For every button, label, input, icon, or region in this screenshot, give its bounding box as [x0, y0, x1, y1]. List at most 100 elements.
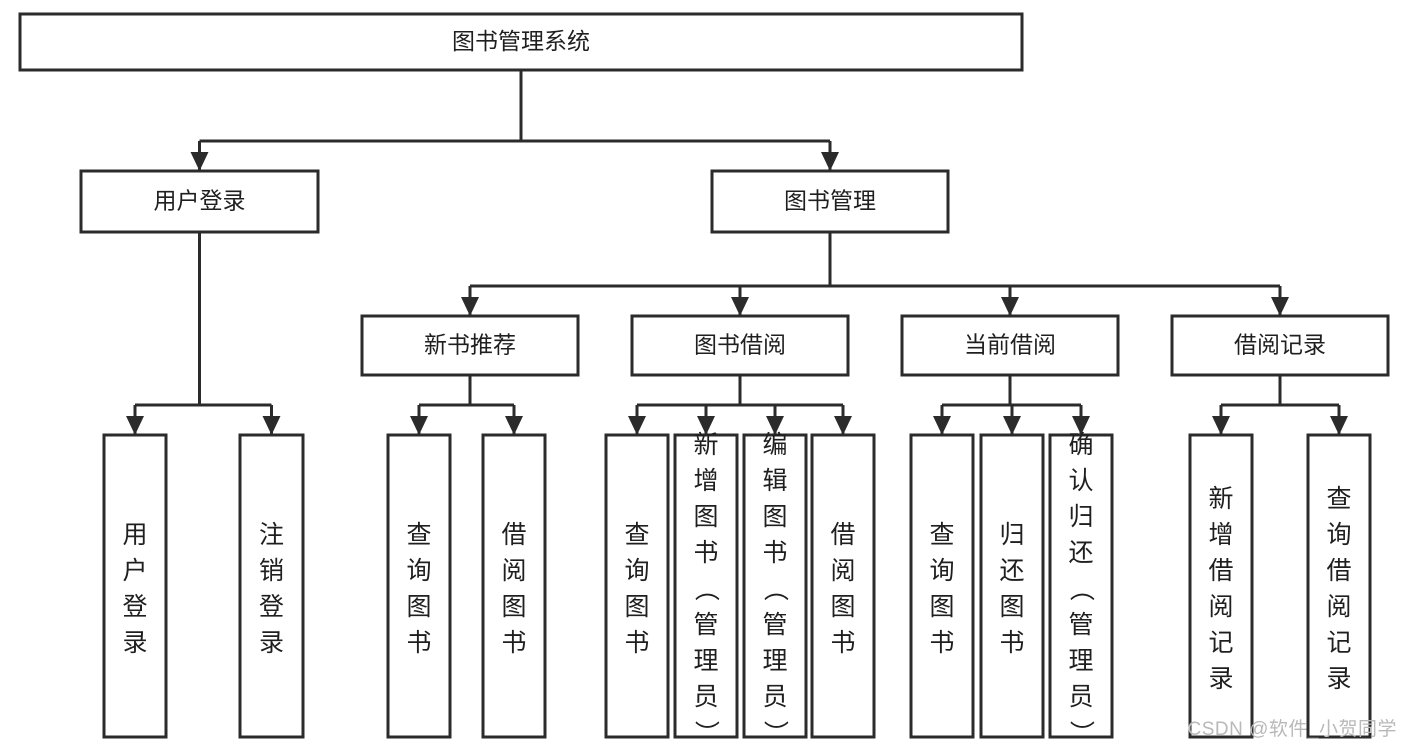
svg-text:销: 销 — [259, 557, 284, 585]
arrow-head-icon — [262, 416, 281, 435]
svg-text:图: 图 — [624, 593, 649, 621]
svg-text:归: 归 — [1068, 503, 1093, 531]
node-new-book-rec[interactable]: 新书推荐 — [360, 314, 580, 377]
svg-text:录: 录 — [1208, 665, 1233, 693]
svg-text:查: 查 — [406, 521, 431, 549]
svg-text:书: 书 — [929, 629, 954, 657]
svg-text:借: 借 — [830, 521, 855, 549]
node-box — [810, 433, 876, 739]
svg-text:（: （ — [761, 576, 789, 601]
node-box — [386, 433, 452, 739]
svg-text:认: 认 — [1068, 467, 1093, 495]
svg-text:图: 图 — [693, 503, 718, 531]
svg-text:询: 询 — [406, 557, 431, 585]
node-leaf-user-login[interactable]: 用户登录 — [102, 433, 168, 739]
edge-group-current-borrow — [933, 375, 1090, 435]
arrow-head-icon — [766, 416, 784, 435]
node-box — [79, 169, 320, 234]
svg-text:询: 询 — [929, 557, 954, 585]
node-box — [710, 169, 950, 234]
svg-text:录: 录 — [122, 629, 147, 657]
svg-text:增: 增 — [693, 467, 718, 495]
svg-text:书: 书 — [762, 539, 787, 567]
node-box — [18, 12, 1024, 72]
node-box — [1170, 314, 1390, 377]
edge-group-root — [190, 70, 839, 171]
svg-text:图: 图 — [762, 503, 787, 531]
svg-text:询: 询 — [624, 557, 649, 585]
node-book-borrow[interactable]: 图书借阅 — [630, 314, 850, 377]
connector-layer — [126, 70, 1348, 435]
arrow-head-icon — [126, 416, 144, 435]
svg-text:录: 录 — [1326, 665, 1351, 693]
svg-text:书: 书 — [406, 629, 431, 657]
svg-text:书: 书 — [830, 629, 855, 657]
edge-group-user-login — [126, 232, 281, 435]
svg-text:查: 查 — [624, 521, 649, 549]
arrow-head-icon — [1003, 416, 1021, 435]
svg-text:查: 查 — [1326, 485, 1351, 513]
svg-text:员: 员 — [693, 683, 718, 711]
svg-text:询: 询 — [1326, 521, 1351, 549]
svg-text:管: 管 — [693, 611, 718, 639]
node-book-manage[interactable]: 图书管理 — [710, 169, 950, 234]
svg-text:记: 记 — [1208, 629, 1233, 657]
svg-text:还: 还 — [1068, 539, 1093, 567]
svg-text:查: 查 — [929, 521, 954, 549]
node-box — [742, 433, 808, 739]
node-box — [1048, 433, 1114, 739]
svg-text:书: 书 — [693, 539, 718, 567]
svg-text:书: 书 — [624, 629, 649, 657]
svg-text:图: 图 — [999, 593, 1024, 621]
arrow-head-icon — [1271, 297, 1289, 316]
svg-text:辑: 辑 — [762, 467, 787, 495]
arrow-head-icon — [1001, 297, 1019, 316]
svg-text:户: 户 — [122, 557, 147, 585]
node-user-login[interactable]: 用户登录 — [79, 169, 320, 234]
arrow-head-icon — [933, 416, 951, 435]
svg-text:）: ） — [761, 720, 789, 745]
svg-text:阅: 阅 — [1208, 593, 1233, 621]
svg-text:登: 登 — [259, 593, 284, 621]
svg-text:登: 登 — [122, 593, 147, 621]
svg-text:管: 管 — [762, 611, 787, 639]
arrow-head-icon — [1212, 416, 1230, 435]
node-root[interactable]: 图书管理系统 — [18, 12, 1024, 72]
svg-text:（: （ — [692, 576, 720, 601]
node-borrow-record[interactable]: 借阅记录 — [1170, 314, 1390, 377]
arrow-head-icon — [505, 416, 523, 435]
svg-text:管: 管 — [1068, 611, 1093, 639]
svg-text:书: 书 — [999, 629, 1024, 657]
svg-text:）: ） — [692, 720, 720, 745]
arrow-head-icon — [1330, 416, 1348, 435]
svg-text:用: 用 — [122, 521, 147, 549]
svg-text:还: 还 — [999, 557, 1024, 585]
svg-text:新: 新 — [1208, 485, 1233, 513]
node-label: 借阅记录 — [1234, 332, 1326, 358]
arrow-head-icon — [461, 297, 479, 316]
node-label: 当前借阅 — [964, 332, 1056, 358]
svg-text:图: 图 — [501, 593, 526, 621]
node-current-borrow[interactable]: 当前借阅 — [900, 314, 1120, 377]
node-box — [604, 433, 670, 739]
node-label: 用户登录 — [122, 521, 147, 657]
